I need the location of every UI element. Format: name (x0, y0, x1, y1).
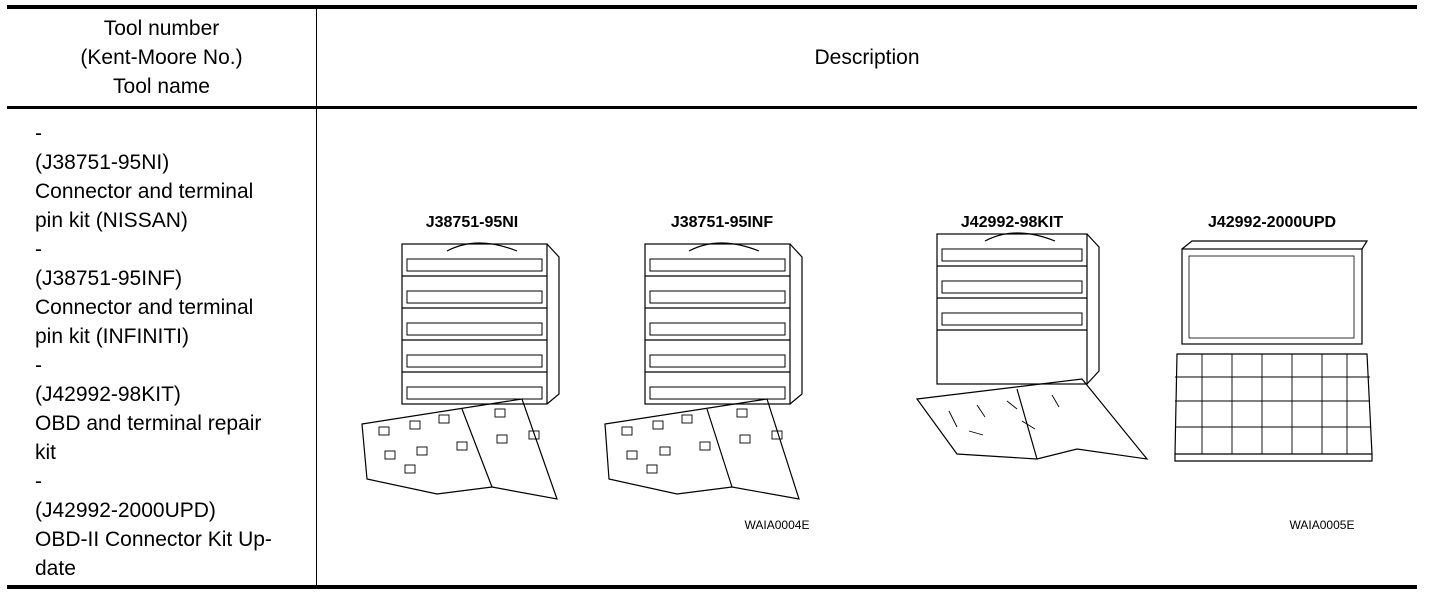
tool-line: (J38751-95NI) (35, 151, 170, 174)
column-divider (316, 9, 317, 586)
figure-label: J42992-98KIT (961, 214, 1064, 231)
tool-line: Connector and terminal (35, 180, 254, 203)
header-line: (Kent-Moore No.) (80, 46, 243, 69)
tool-line: - (35, 470, 42, 493)
tool-table: Tool number (Kent-Moore No.) Tool name D… (7, 5, 1417, 589)
header-tool-number: Tool number (Kent-Moore No.) Tool name (7, 9, 316, 106)
drawer-case-illustration (915, 232, 1149, 460)
tool-line: pin kit (NISSAN) (35, 209, 188, 232)
header-line: Tool number (103, 17, 220, 40)
tool-line: - (35, 354, 42, 377)
tool-line: OBD-II Connector Kit Up- (35, 528, 272, 551)
tool-kit-illustrations: J38751-95NI J38751-95INF J42992-98KIT J4… (361, 214, 1373, 532)
tool-line: date (35, 557, 76, 580)
tool-line: kit (35, 441, 56, 464)
drawer-case-illustration (361, 242, 560, 500)
figure-label: J38751-95INF (671, 214, 774, 231)
header-description: Description (814, 45, 920, 69)
header-rule (7, 106, 1417, 109)
description-figures: J38751-95NI J38751-95INF J42992-98KIT J4… (317, 109, 1417, 585)
table-bottom-rule (7, 585, 1417, 589)
figure-label: J38751-95NI (426, 214, 519, 231)
header-line: Tool name (113, 75, 210, 98)
tool-line: - (35, 122, 42, 145)
tool-line: (J42992-98KIT) (35, 383, 181, 406)
table-top-rule (7, 5, 1417, 9)
figure-label: J42992-2000UPD (1208, 214, 1336, 231)
tool-line: - (35, 238, 42, 261)
tool-list: - (J38751-95NI) Connector and terminal p… (35, 119, 313, 583)
figure-code: WAIA0004E (745, 518, 810, 532)
organizer-case-illustration (1174, 240, 1373, 462)
tool-line: (J38751-95INF) (35, 267, 183, 290)
tool-line: (J42992-2000UPD) (35, 499, 216, 522)
drawer-case-illustration (604, 242, 803, 500)
figure-code: WAIA0005E (1290, 518, 1355, 532)
tool-line: OBD and terminal repair (35, 412, 262, 435)
tool-line: pin kit (INFINITI) (35, 325, 190, 348)
tool-line: Connector and terminal (35, 296, 254, 319)
